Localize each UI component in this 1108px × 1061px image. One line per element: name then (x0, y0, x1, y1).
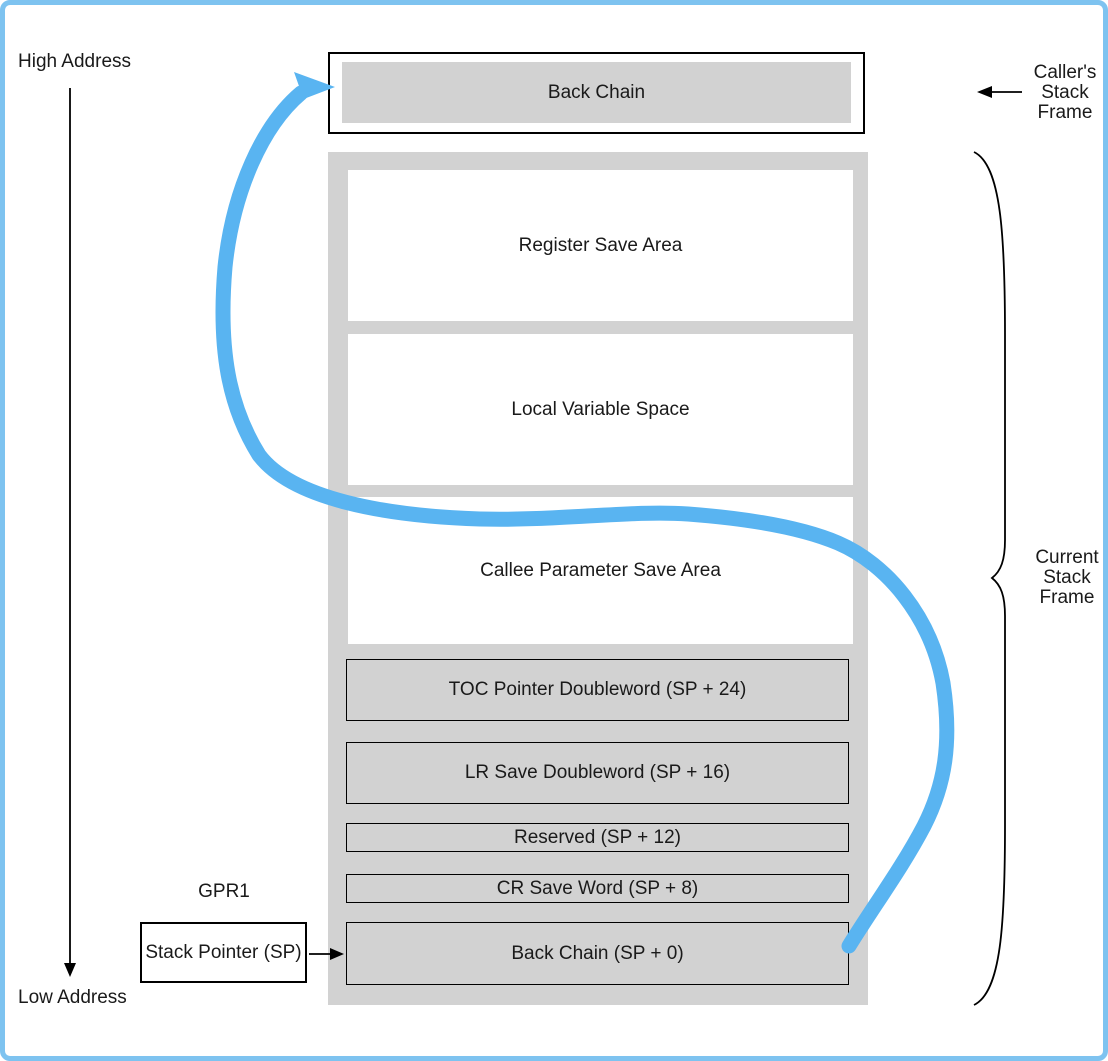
lr-save-slot: LR Save Doubleword (SP + 16) (346, 742, 849, 804)
back-chain-slot: Back Chain (SP + 0) (346, 922, 849, 985)
current-frame-brace (973, 151, 1006, 1006)
callers-stack-frame-label: Caller's Stack Frame (1033, 62, 1097, 123)
low-address-label: Low Address (18, 987, 127, 1008)
reserved-slot: Reserved (SP + 12) (346, 823, 849, 852)
high-address-label: High Address (18, 51, 132, 72)
current-stack-frame-label: Current Stack Frame (1035, 547, 1099, 608)
caller-back-chain-cell: Back Chain (342, 62, 851, 123)
toc-pointer-slot: TOC Pointer Doubleword (SP + 24) (346, 659, 849, 721)
stack-pointer-box: Stack Pointer (SP) (140, 922, 307, 983)
cr-save-word-slot: CR Save Word (SP + 8) (346, 874, 849, 903)
register-save-area-box: Register Save Area (348, 170, 853, 321)
callee-parameter-save-area-box: Callee Parameter Save Area (348, 497, 853, 644)
local-variable-space-box: Local Variable Space (348, 334, 853, 485)
gpr1-label: GPR1 (198, 881, 250, 902)
address-direction-arrow-icon (64, 88, 76, 977)
